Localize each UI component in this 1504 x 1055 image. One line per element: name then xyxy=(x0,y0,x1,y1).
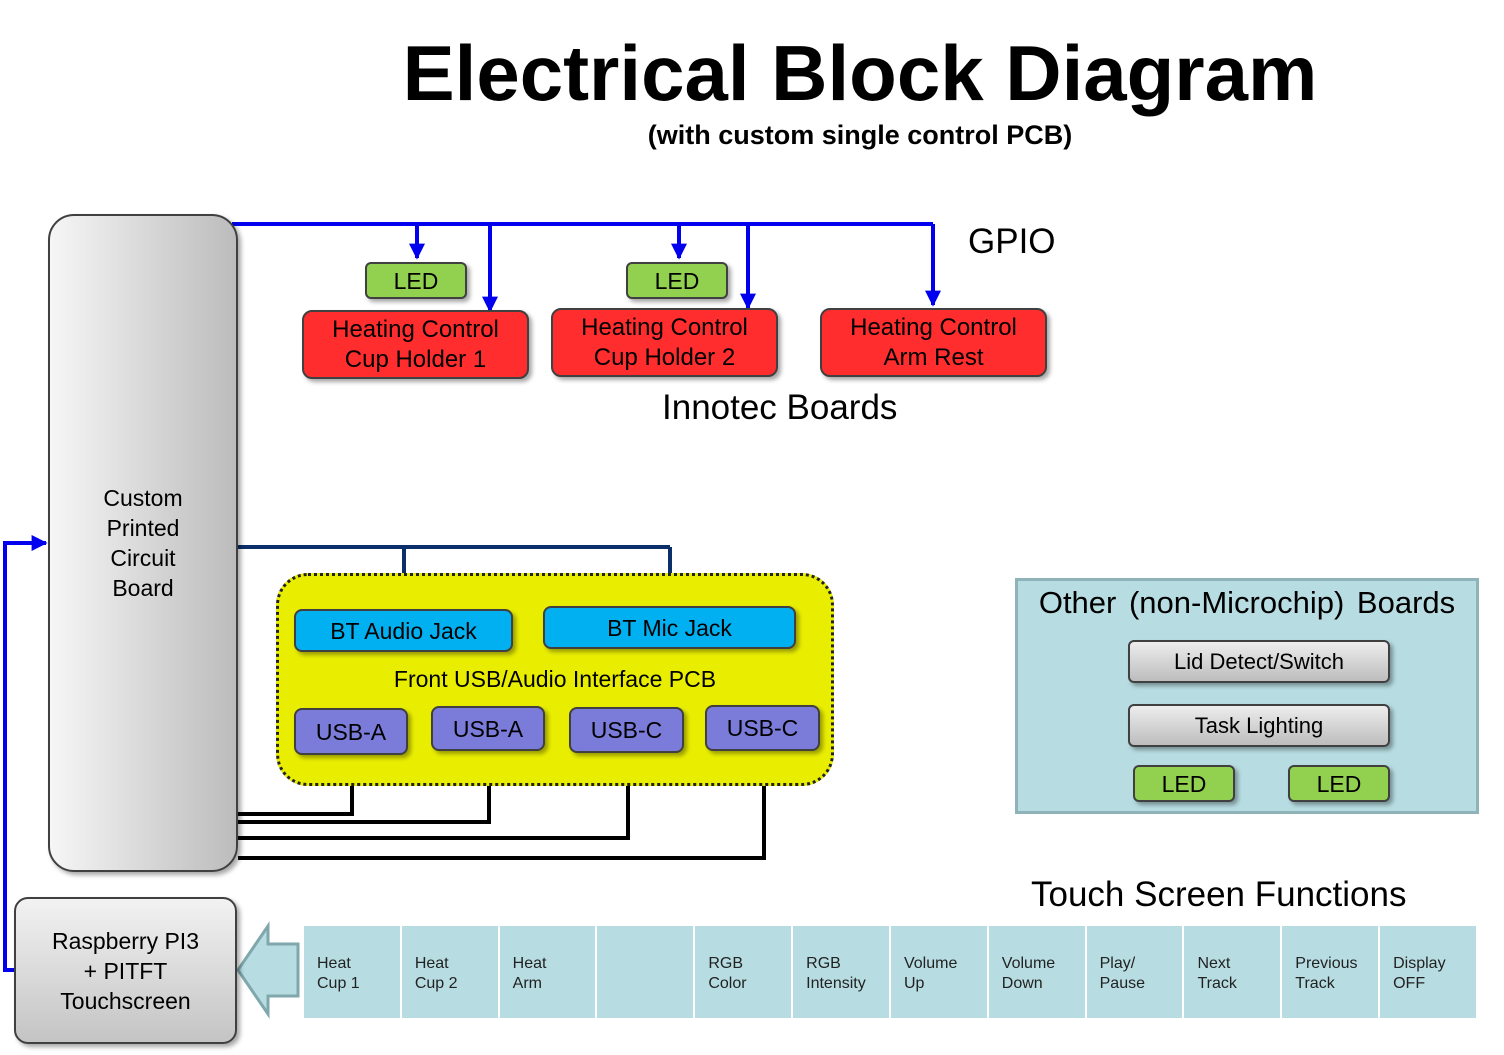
led-task-lighting-1: LED xyxy=(1133,765,1235,802)
front-pcb-label: Front USB/Audio Interface PCB xyxy=(393,666,717,692)
function-line: Heat xyxy=(512,955,547,972)
function-line: RGB xyxy=(708,955,743,972)
function-rgb-intensity[interactable]: RGB Intensity xyxy=(793,926,889,1018)
touch-functions-label: Touch Screen Functions xyxy=(1031,875,1407,914)
function-line: Track xyxy=(1197,975,1237,992)
page-subtitle: (with custom single control PCB) xyxy=(647,120,1073,150)
function-rgb-color[interactable]: RGB Color xyxy=(695,926,792,1018)
function-line: Down xyxy=(1001,975,1043,992)
function-line: Previous xyxy=(1295,955,1358,972)
rpi-line: Raspberry PI3 xyxy=(51,927,199,954)
task-lighting: Task Lighting xyxy=(1128,704,1390,747)
bt-audio-jack: BT Audio Jack xyxy=(294,609,513,652)
function-line: Play/ xyxy=(1099,955,1136,972)
function-line: Next xyxy=(1197,955,1231,972)
led-cup-holder-1: LED xyxy=(365,262,467,299)
usb-c-port-2: USB-C xyxy=(705,705,820,751)
usb-a-port-1: USB-A xyxy=(294,708,408,755)
custom-pcb-line: Printed xyxy=(106,515,180,541)
other-boards-panel xyxy=(1015,578,1479,814)
rpi-line: + PITFT xyxy=(83,957,168,984)
function-line: Display xyxy=(1393,955,1446,972)
rpi-line: Touchscreen xyxy=(60,987,191,1014)
function-line: Arm xyxy=(512,975,542,992)
usb-c-port-1: USB-C xyxy=(569,707,684,753)
function-line: Intensity xyxy=(806,975,866,992)
heating-line: Heating Control xyxy=(332,315,499,343)
function-line: Track xyxy=(1295,975,1335,992)
function-line: Cup 2 xyxy=(414,975,458,992)
heating-line: Cup Holder 1 xyxy=(344,345,487,373)
custom-pcb-line: Custom xyxy=(103,485,183,511)
lid-detect-switch: Lid Detect/Switch xyxy=(1128,640,1390,683)
function-play-pause[interactable]: Play/Pause xyxy=(1086,926,1183,1018)
function-line: Pause xyxy=(1099,975,1145,992)
functions-arrow xyxy=(236,921,300,1019)
function-empty xyxy=(597,926,694,1018)
function-line: RGB xyxy=(806,955,841,972)
heating-line: Arm Rest xyxy=(883,343,984,371)
custom-pcb-line: Board xyxy=(112,575,174,601)
innotec-label: Innotec Boards xyxy=(662,388,898,427)
usb-a-port-2: USB-A xyxy=(431,706,545,751)
function-line: Volume xyxy=(1001,955,1056,972)
function-line: Cup 1 xyxy=(317,975,360,992)
bt-mic-jack: BT Mic Jack xyxy=(543,606,796,649)
heating-line: Heating Control xyxy=(581,313,748,341)
function-line: Up xyxy=(903,975,925,992)
page-title: Electrical Block Diagram xyxy=(402,29,1318,117)
function-line: Volume xyxy=(903,955,958,972)
gpio-label: GPIO xyxy=(968,222,1056,261)
led-task-lighting-2: LED xyxy=(1288,765,1390,802)
custom-pcb-line: Circuit xyxy=(110,545,176,571)
function-line: OFF xyxy=(1393,975,1426,992)
heating-line: Cup Holder 2 xyxy=(593,343,736,371)
raspberry-pi-block: Raspberry PI3 + PITFT Touchscreen xyxy=(14,897,237,1044)
other-boards-title: Other (non-Microchip) Boards xyxy=(1038,585,1456,620)
function-line: Color xyxy=(708,975,747,992)
led-cup-holder-2: LED xyxy=(626,262,728,299)
heating-line: Heating Control xyxy=(850,313,1017,341)
function-line: Heat xyxy=(414,955,449,972)
function-line: Heat xyxy=(317,955,351,972)
gpio-bus xyxy=(232,222,941,313)
custom-pcb-block: Custom Printed Circuit Board xyxy=(48,214,238,872)
